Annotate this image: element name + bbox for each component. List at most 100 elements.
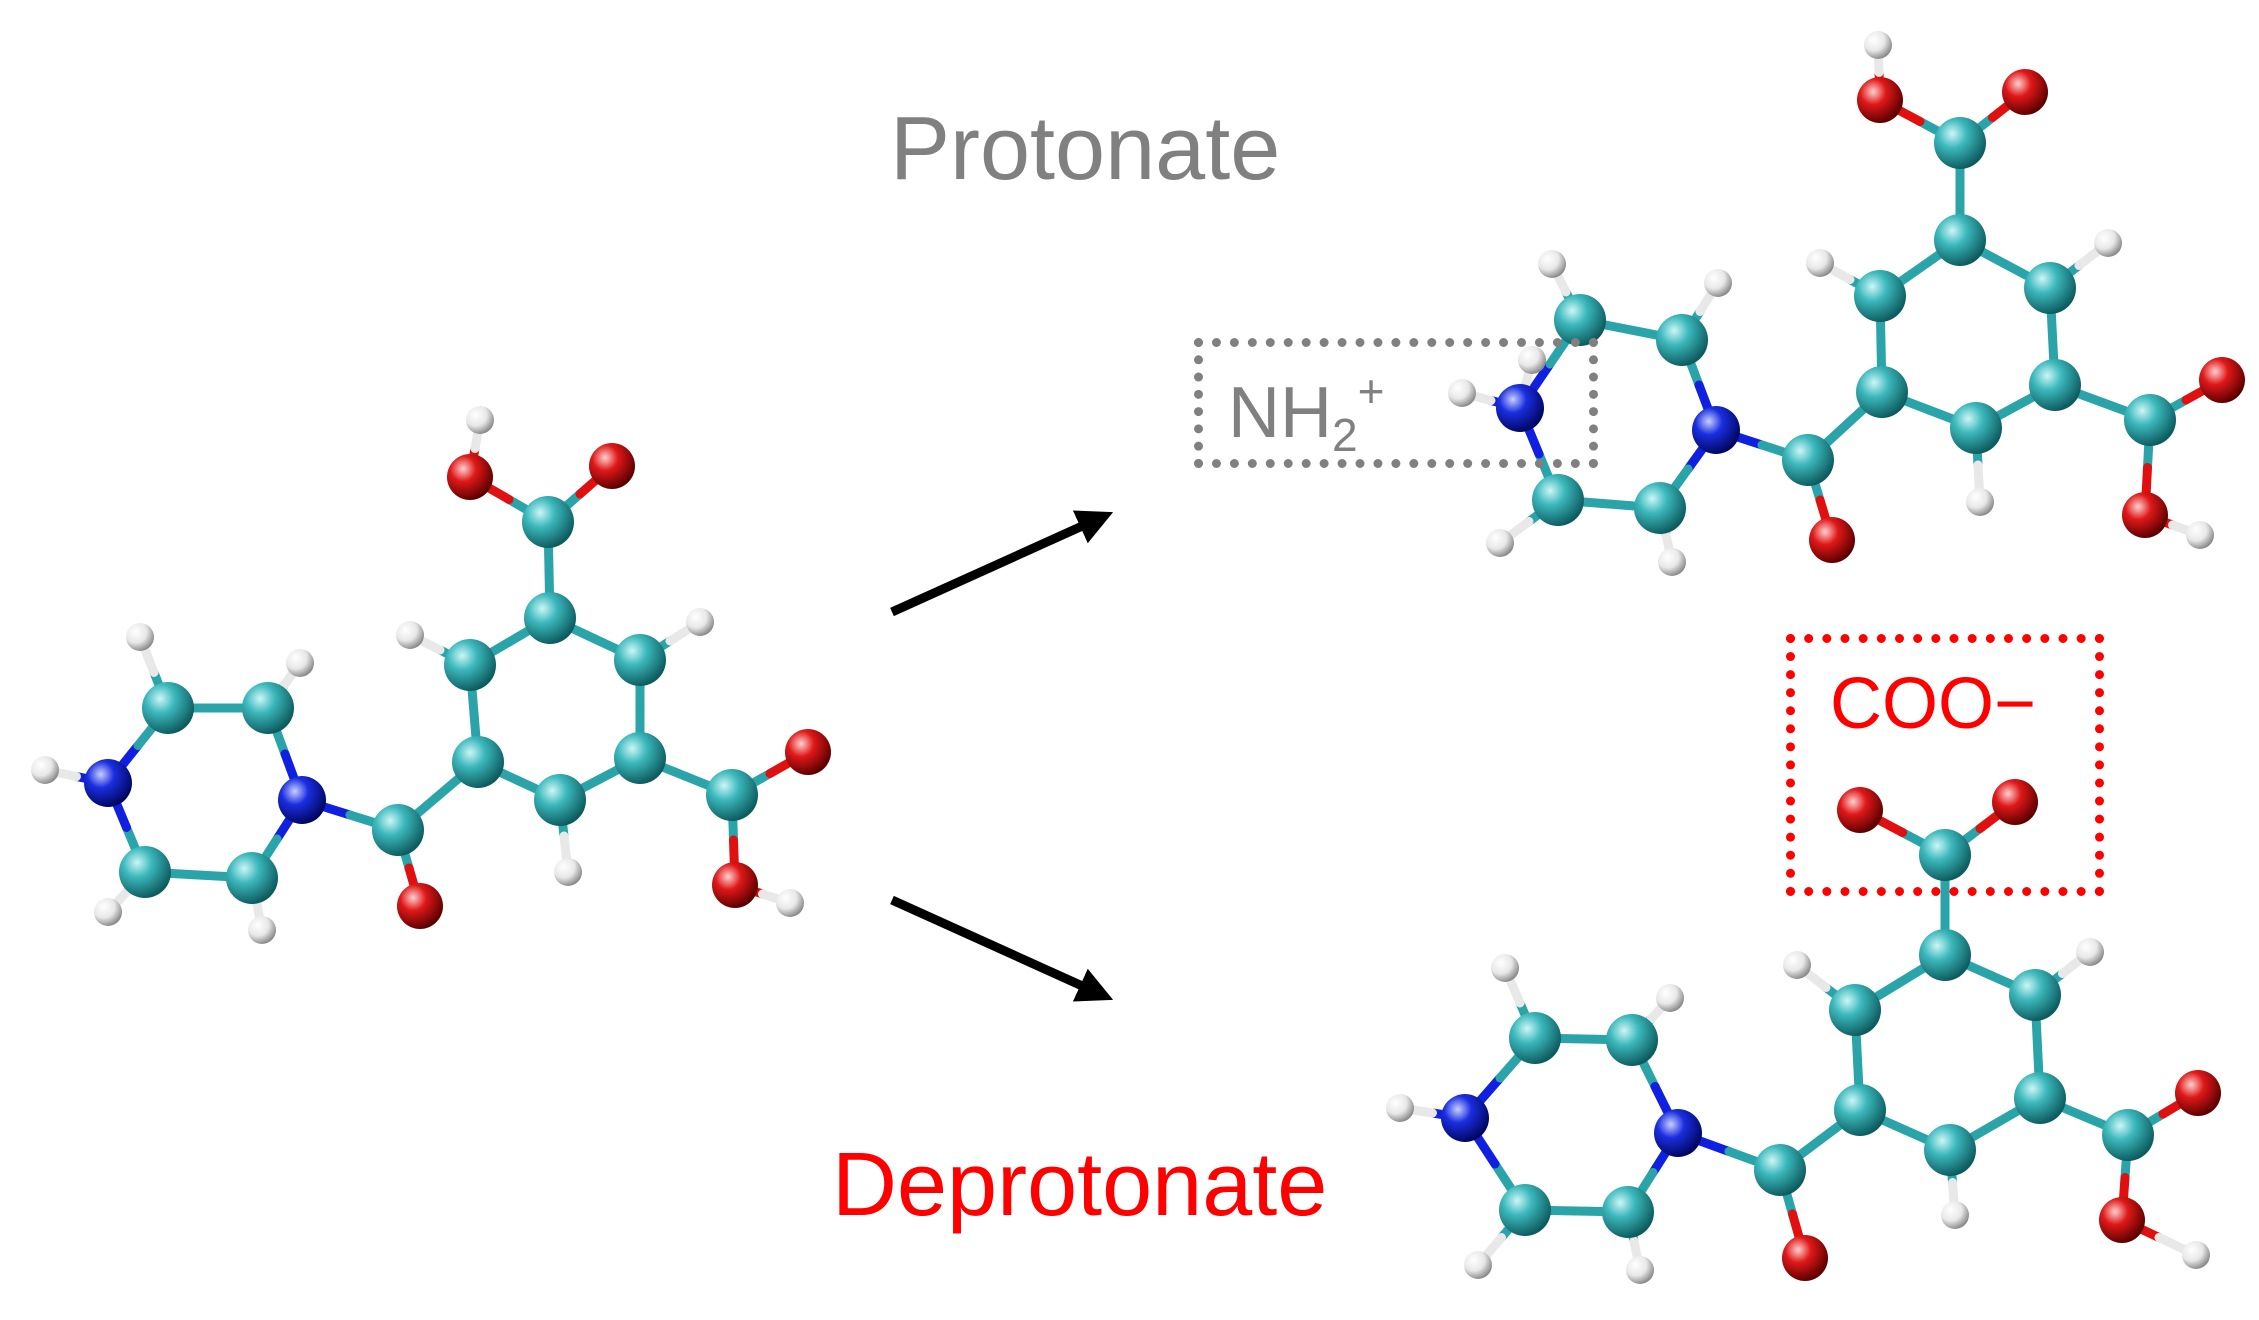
- neutral-molecule-carbon-atom: [614, 634, 666, 686]
- deprotonated-molecule-carbon-atom: [1834, 1084, 1886, 1136]
- neutral-molecule-carbon-atom: [524, 592, 576, 644]
- deprotonated-molecule-carbon-atom: [1919, 829, 1971, 881]
- protonated-molecule-carbon-atom: [1854, 270, 1906, 322]
- neutral-molecule-carbon-atom: [534, 774, 586, 826]
- protonate-label: Protonate: [890, 99, 1281, 199]
- neutral-molecule-carbon-atom: [142, 682, 194, 734]
- deprotonated-molecule-carbon-atom: [1754, 1144, 1806, 1196]
- neutral-molecule-hydrogen-atom: [31, 756, 59, 784]
- protonated-molecule-hydrogen-atom: [1966, 488, 1994, 516]
- deprotonated-molecule-hydrogen-atom: [1941, 1201, 1969, 1229]
- deprotonated-molecule-carbon-atom: [1829, 984, 1881, 1036]
- neutral-molecule-nitrogen-atom: [278, 776, 326, 824]
- neutral-molecule-carbon-atom: [522, 496, 574, 548]
- protonated-molecule-carbon-atom: [1656, 314, 1708, 366]
- neutral-molecule-hydrogen-atom: [554, 858, 582, 886]
- protonated-molecule-hydrogen-atom: [2186, 521, 2214, 549]
- neutral-molecule-oxygen-atom: [589, 443, 635, 489]
- protonated-molecule-hydrogen-atom: [1864, 31, 1892, 59]
- protonated-molecule-oxygen-atom: [1809, 517, 1855, 563]
- nh2-plus-label: NH2+: [1228, 368, 1384, 458]
- deprotonated-molecule-hydrogen-atom: [1464, 1251, 1492, 1279]
- deprotonated-molecule-oxygen-atom: [2175, 1070, 2221, 1116]
- protonated-molecule-hydrogen-atom: [2094, 229, 2122, 257]
- protonated-molecule-oxygen-atom: [1857, 77, 1903, 123]
- deprotonated-molecule-hydrogen-atom: [1783, 951, 1811, 979]
- neutral-molecule-hydrogen-atom: [466, 406, 494, 434]
- protonated-molecule-oxygen-atom: [2122, 492, 2168, 538]
- protonated-molecule-carbon-atom: [1934, 117, 1986, 169]
- neutral-molecule-oxygen-atom: [447, 454, 493, 500]
- deprotonated-molecule-carbon-atom: [1509, 1012, 1561, 1064]
- protonated-molecule-carbon-atom: [1856, 366, 1908, 418]
- deprotonated-molecule-carbon-atom: [1606, 1014, 1658, 1066]
- deprotonated-molecule-hydrogen-atom: [2182, 1241, 2210, 1269]
- deprotonated-molecule-carbon-atom: [1924, 1124, 1976, 1176]
- deprotonated-molecule-carbon-atom: [2009, 969, 2061, 1021]
- neutral-molecule-carbon-atom: [226, 852, 278, 904]
- deprotonate-arrow: [890, 895, 1114, 1002]
- protonated-molecule-carbon-atom: [2124, 394, 2176, 446]
- protonated-molecule-hydrogen-atom: [1538, 250, 1566, 278]
- protonated-molecule-hydrogen-atom: [1806, 249, 1834, 277]
- atoms-layer: [31, 31, 2245, 1284]
- deprotonate-label: Deprotonate: [832, 1135, 1328, 1235]
- neutral-molecule-hydrogen-atom: [248, 916, 276, 944]
- protonated-molecule-carbon-atom: [1634, 482, 1686, 534]
- nh2-subscript: 2: [1332, 409, 1358, 461]
- neutral-molecule-hydrogen-atom: [94, 898, 122, 926]
- protonated-molecule-hydrogen-atom: [1448, 379, 1476, 407]
- neutral-molecule-carbon-atom: [444, 639, 496, 691]
- protonated-molecule-hydrogen-atom: [1658, 548, 1686, 576]
- neutral-molecule-carbon-atom: [614, 732, 666, 784]
- deprotonated-molecule-hydrogen-atom: [1491, 954, 1519, 982]
- protonated-molecule-hydrogen-atom: [1704, 269, 1732, 297]
- protonated-molecule-carbon-atom: [2024, 262, 2076, 314]
- deprotonated-molecule-hydrogen-atom: [1626, 1256, 1654, 1284]
- coo-minus-label: COO−: [1830, 664, 2037, 744]
- nh2-superscript: +: [1357, 365, 1385, 417]
- deprotonated-molecule-hydrogen-atom: [1656, 984, 1684, 1012]
- deprotonated-molecule-hydrogen-atom: [2076, 938, 2104, 966]
- deprotonated-molecule-carbon-atom: [2102, 1109, 2154, 1161]
- protonated-molecule-nitrogen-atom: [1496, 384, 1544, 432]
- neutral-molecule-hydrogen-atom: [686, 608, 714, 636]
- nh2-base-text: NH: [1228, 373, 1332, 453]
- neutral-molecule-oxygen-atom: [785, 729, 831, 775]
- neutral-molecule-carbon-atom: [452, 736, 504, 788]
- deprotonated-molecule-nitrogen-atom: [1441, 1094, 1489, 1142]
- protonated-molecule-carbon-atom: [1532, 474, 1584, 526]
- deprotonated-molecule-hydrogen-atom: [1386, 1094, 1414, 1122]
- protonated-molecule-nitrogen-atom: [1692, 406, 1740, 454]
- neutral-molecule-nitrogen-atom: [84, 759, 132, 807]
- protonated-molecule-oxygen-atom: [2002, 69, 2048, 115]
- protonated-molecule-oxygen-atom: [2199, 357, 2245, 403]
- coo-minus-highlight-box: [1786, 634, 2104, 896]
- deprotonated-molecule-oxygen-atom: [1782, 1235, 1828, 1281]
- deprotonated-molecule-oxygen-atom: [1837, 787, 1883, 833]
- protonate-arrow: [890, 510, 1114, 617]
- neutral-molecule-hydrogen-atom: [286, 649, 314, 677]
- nh2-plus-highlight-box: [1194, 338, 1598, 468]
- neutral-molecule-carbon-atom: [119, 846, 171, 898]
- protonated-molecule-carbon-atom: [1934, 214, 1986, 266]
- deprotonated-molecule-nitrogen-atom: [1654, 1109, 1702, 1157]
- deprotonated-molecule-carbon-atom: [1602, 1186, 1654, 1238]
- protonated-molecule-carbon-atom: [1950, 402, 2002, 454]
- neutral-molecule-hydrogen-atom: [126, 623, 154, 651]
- deprotonated-molecule-carbon-atom: [1919, 929, 1971, 981]
- deprotonated-molecule-carbon-atom: [1499, 1184, 1551, 1236]
- protonated-molecule-carbon-atom: [2029, 359, 2081, 411]
- protonated-molecule-carbon-atom: [1782, 434, 1834, 486]
- neutral-molecule-oxygen-atom: [397, 883, 443, 929]
- deprotonated-molecule-oxygen-atom: [1992, 779, 2038, 825]
- deprotonated-molecule-carbon-atom: [2014, 1072, 2066, 1124]
- neutral-molecule-carbon-atom: [242, 682, 294, 734]
- protonated-molecule-carbon-atom: [1554, 294, 1606, 346]
- deprotonated-molecule-oxygen-atom: [2099, 1197, 2145, 1243]
- neutral-molecule-carbon-atom: [706, 769, 758, 821]
- neutral-molecule-hydrogen-atom: [396, 621, 424, 649]
- neutral-molecule-oxygen-atom: [712, 862, 758, 908]
- neutral-molecule-carbon-atom: [372, 804, 424, 856]
- protonated-molecule-hydrogen-atom: [1518, 346, 1546, 374]
